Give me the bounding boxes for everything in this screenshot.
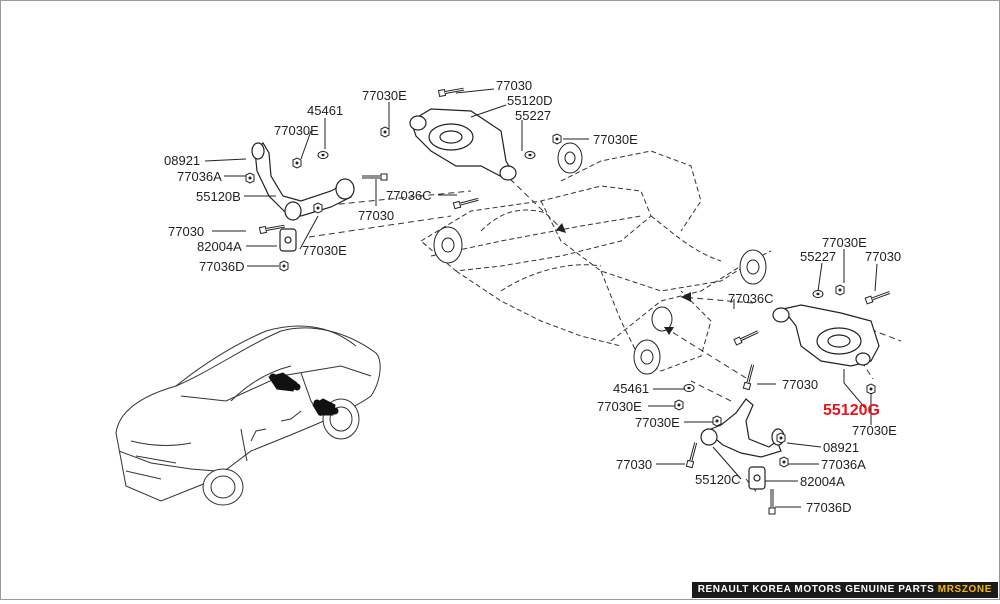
trailing-arm-55120b: [251, 142, 355, 252]
callout-c14: 82004A: [197, 239, 242, 254]
callout-c21: 45461: [613, 381, 649, 396]
subframe-bushings: [433, 142, 767, 375]
callout-c31: 82004A: [800, 474, 845, 489]
callout-c16: 77036D: [199, 259, 245, 274]
callout-c32: 77036D: [806, 500, 852, 515]
callout-c29: 77036A: [821, 457, 866, 472]
callout-c02: 77030: [496, 78, 532, 93]
callout-c07: 77030E: [274, 123, 319, 138]
callout-c24: 77030E: [635, 415, 680, 430]
callout-c15: 77030E: [302, 243, 347, 258]
callout-c11: 77036C: [386, 188, 432, 203]
assembly-lines: [288, 178, 902, 495]
callout-c04: 55227: [515, 108, 551, 123]
callout-c08: 08921: [164, 153, 200, 168]
callout-c17: 77030E: [822, 235, 867, 250]
callout-c28: 77030: [616, 457, 652, 472]
callout-c05: 77030E: [593, 132, 638, 147]
car-illustration: [115, 325, 381, 506]
callout-c23: 77030E: [597, 399, 642, 414]
callout-c26: 77030E: [852, 423, 897, 438]
callout-c20: 77036C: [728, 291, 774, 306]
upper-arm-55120g: [772, 304, 880, 367]
callout-c06: 45461: [307, 103, 343, 118]
callout-c09: 77036A: [177, 169, 222, 184]
footer-text: RENAULT KOREA MOTORS GENUINE PARTS: [697, 584, 938, 595]
upper-arm-55120d: [409, 108, 517, 181]
rear-subframe: [420, 150, 772, 372]
callout-labels: 77030E 77030 55120D 55227 77030E 45461 7…: [164, 78, 901, 515]
callout-c03: 55120D: [507, 93, 553, 108]
callout-c18: 55227: [800, 249, 836, 264]
callout-c10: 55120B: [196, 189, 241, 204]
footer-banner: RENAULT KOREA MOTORS GENUINE PARTS MRSZO…: [691, 582, 998, 598]
callout-c27: 08921: [823, 440, 859, 455]
leader-lines: [204, 88, 878, 508]
arrowheads: [556, 223, 691, 335]
callout-c12: 77030: [358, 208, 394, 223]
callout-c22: 77030: [782, 377, 818, 392]
callout-c30: 55120C: [695, 472, 741, 487]
callout-c19: 77030: [865, 249, 901, 264]
callout-c13: 77030: [168, 224, 204, 239]
car-highlighted-parts: [268, 372, 339, 416]
footer-accent-text: MRSZONE: [937, 584, 992, 595]
callout-c01: 77030E: [362, 88, 407, 103]
callout-c25: 55120G: [823, 402, 880, 419]
